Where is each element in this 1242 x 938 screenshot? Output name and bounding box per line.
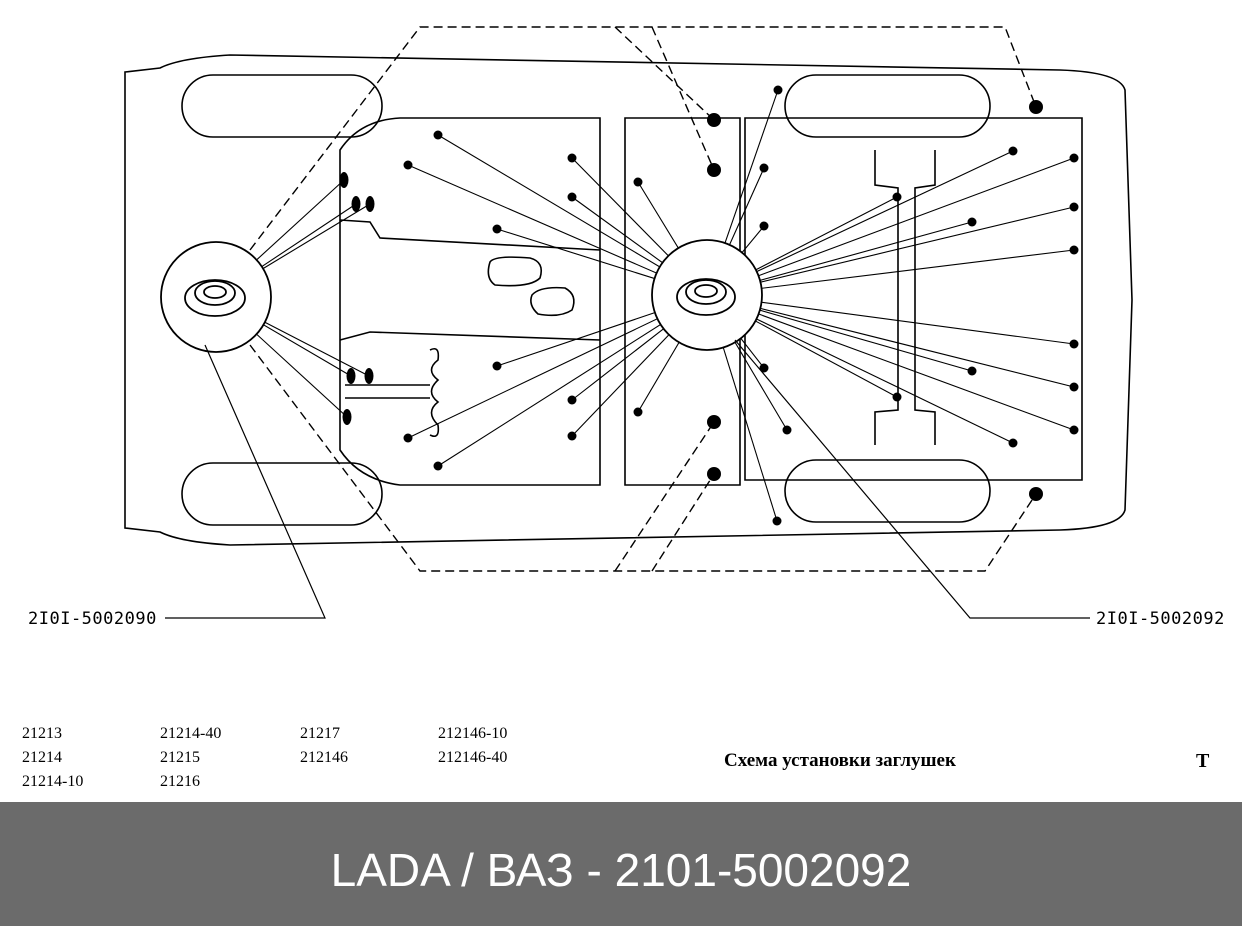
- car-body-outline: [124, 54, 1133, 546]
- part-label-right: 2I0I-5002092: [1096, 609, 1225, 629]
- leader-line: [706, 294, 1075, 388]
- model-column-4: 212146-10 212146-40: [438, 722, 507, 770]
- model-code: 21217: [300, 725, 340, 742]
- plug-marker: [365, 196, 375, 212]
- plug-marker: [1069, 425, 1079, 435]
- plug-marker: [433, 130, 443, 140]
- plug-marker: [403, 160, 413, 170]
- plug-marker: [1069, 245, 1079, 255]
- plug-marker: [567, 431, 577, 441]
- plug-marker: [773, 85, 783, 95]
- model-code: 21214: [22, 749, 62, 766]
- plug-marker: [567, 192, 577, 202]
- plug-marker: [759, 221, 769, 231]
- plug-marker: [492, 224, 502, 234]
- model-code: 21215: [160, 749, 200, 766]
- leader-line: [706, 249, 1075, 296]
- plug-marker: [759, 163, 769, 173]
- plug-marker: [567, 395, 577, 405]
- model-column-2: 21214-40 21215 21216: [160, 722, 221, 794]
- model-code: 212146-40: [438, 749, 508, 766]
- plug-markers: [339, 85, 1079, 526]
- plug-marker: [1069, 382, 1079, 392]
- model-column-3: 21217 212146: [300, 722, 348, 770]
- model-code: 21214-10: [22, 773, 84, 790]
- leader-line: [706, 294, 1075, 345]
- plug-marker: [1029, 100, 1043, 114]
- plug-marker: [707, 113, 721, 127]
- diagram-title: Схема установки заглушек: [724, 750, 956, 771]
- leader-line: [706, 157, 1075, 296]
- plug-marker: [759, 363, 769, 373]
- model-code: 212146: [300, 749, 348, 766]
- plug-marker: [967, 366, 977, 376]
- plug-marker: [707, 467, 721, 481]
- plug-installation-diagram: 2I0I-5002090 2I0I-5002092: [28, 26, 1225, 629]
- footer-bar: LADA / ВАЗ - 2101-5002092: [0, 802, 1242, 926]
- plug-marker: [1008, 146, 1018, 156]
- plug-marker: [772, 516, 782, 526]
- leader-line: [706, 294, 1075, 431]
- part-label-left: 2I0I-5002090: [28, 609, 157, 629]
- plug-marker: [633, 177, 643, 187]
- plug-marker: [346, 368, 356, 384]
- plug-marker: [567, 153, 577, 163]
- plug-marker: [1008, 438, 1018, 448]
- plug-marker: [1069, 339, 1079, 349]
- leader-line: [706, 150, 1014, 296]
- plug-marker: [492, 361, 502, 371]
- plug-marker: [1069, 202, 1079, 212]
- plug-marker: [707, 163, 721, 177]
- model-column-1: 21213 21214 21214-10: [22, 722, 83, 794]
- plug-marker: [782, 425, 792, 435]
- plug-marker: [339, 172, 349, 188]
- plug-marker: [892, 192, 902, 202]
- leader-line: [706, 206, 1075, 296]
- model-code: 21213: [22, 725, 62, 742]
- hub-right: [651, 239, 763, 351]
- plug-marker: [633, 407, 643, 417]
- plug-marker: [433, 461, 443, 471]
- leader-line: [706, 294, 1014, 444]
- plug-marker: [342, 409, 352, 425]
- plug-marker: [351, 196, 361, 212]
- part-callouts: [165, 339, 1090, 619]
- plug-marker: [967, 217, 977, 227]
- plug-marker: [364, 368, 374, 384]
- model-code: 21214-40: [160, 725, 222, 742]
- diagram-code: T: [1196, 750, 1210, 772]
- part-number-title: LADA / ВАЗ - 2101-5002092: [330, 844, 912, 896]
- plug-marker: [403, 433, 413, 443]
- model-code: 212146-10: [438, 725, 508, 742]
- plug-marker: [1029, 487, 1043, 501]
- hub-left: [160, 241, 272, 353]
- dashed-leaders: [249, 26, 1037, 572]
- model-code: 21216: [160, 773, 200, 790]
- plug-marker: [707, 415, 721, 429]
- plug-marker: [1069, 153, 1079, 163]
- plug-marker: [892, 392, 902, 402]
